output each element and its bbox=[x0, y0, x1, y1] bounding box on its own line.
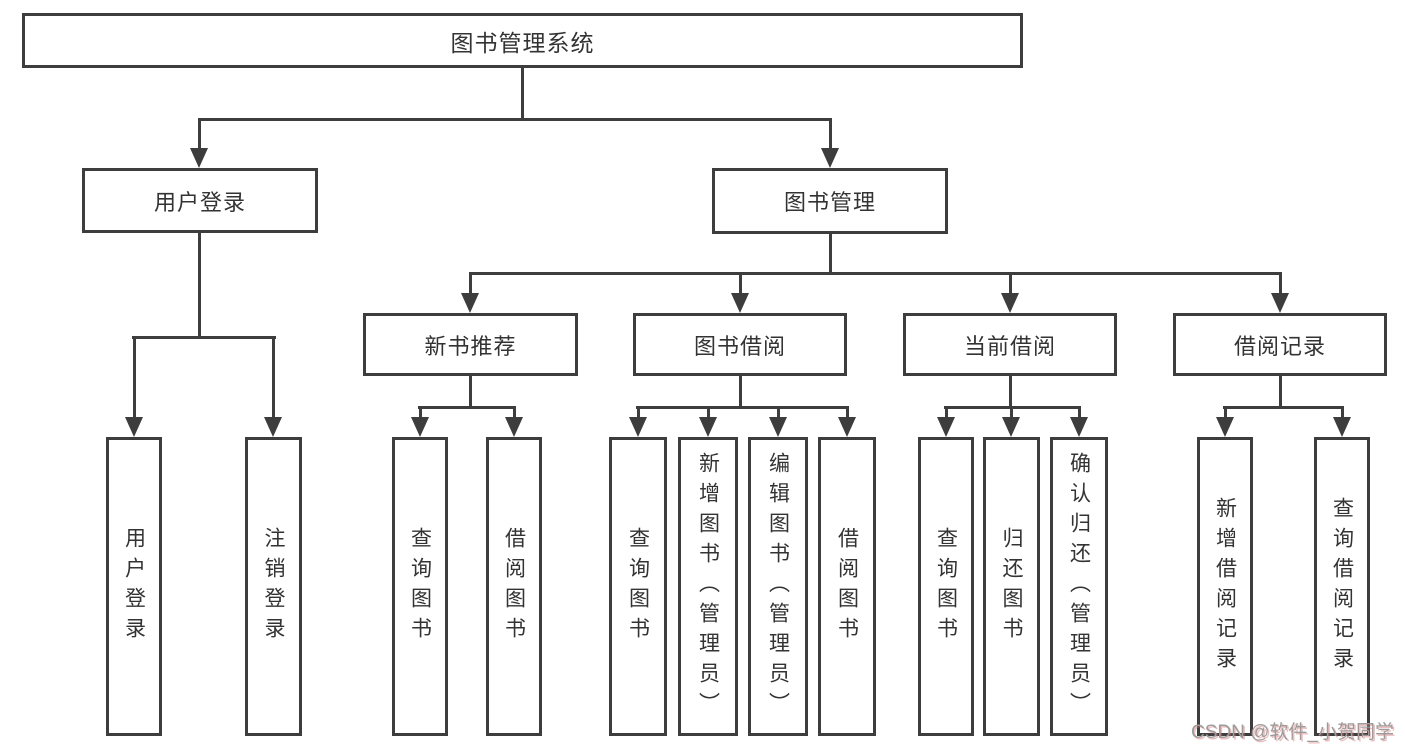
connector-stem-br-query bbox=[1341, 406, 1344, 419]
connector-stem-cb-return bbox=[1010, 406, 1013, 419]
arrowhead-current-borrow bbox=[1001, 293, 1019, 313]
connector-stem-bb-borrow bbox=[846, 406, 849, 419]
node-label: 查询图书 bbox=[934, 526, 958, 647]
leaf-bb-edit-books-admin: 编辑图书（管理员） bbox=[748, 437, 808, 736]
leaf-cb-confirm-return-admin: 确认归还（管理员） bbox=[1050, 437, 1108, 736]
connector-stem-current-borrow bbox=[1009, 272, 1012, 294]
connector-stem-cb-query bbox=[945, 406, 948, 419]
connector-borrow-records-trunk bbox=[1279, 376, 1282, 409]
connector-stem-rec-borrow bbox=[513, 406, 516, 419]
node-label: 借阅记录 bbox=[1233, 333, 1326, 359]
node-label: 用户登录 bbox=[153, 189, 246, 215]
connector-user-login-branch bbox=[132, 336, 276, 339]
connector-stem-new-book-rec bbox=[469, 272, 472, 294]
connector-stem-br-add bbox=[1224, 406, 1227, 419]
leaf-bb-add-books-admin: 新增图书（管理员） bbox=[678, 437, 738, 736]
connector-stem-logout bbox=[272, 336, 275, 418]
node-label: 新增借阅记录 bbox=[1213, 496, 1237, 677]
node-user-login: 用户登录 bbox=[82, 168, 318, 233]
connector-level1-branch bbox=[198, 118, 832, 121]
connector-new-book-rec-branch bbox=[418, 406, 516, 409]
connector-current-borrow-trunk bbox=[1009, 376, 1012, 409]
connector-stem-book-borrow bbox=[739, 272, 742, 294]
node-new-book-recommend: 新书推荐 bbox=[363, 313, 578, 376]
arrowhead-br-query bbox=[1333, 417, 1351, 437]
node-label: 确认归还（管理员） bbox=[1067, 451, 1091, 722]
arrowhead-br-add bbox=[1216, 417, 1234, 437]
node-label: 借阅图书 bbox=[835, 526, 859, 647]
node-book-borrow: 图书借阅 bbox=[633, 313, 847, 376]
connector-book-borrow-branch bbox=[636, 406, 849, 409]
node-label: 归还图书 bbox=[1000, 526, 1023, 647]
connector-root-trunk bbox=[521, 68, 524, 121]
node-label: 新增图书（管理员） bbox=[696, 451, 720, 722]
watermark: CSDN @软件_小贺同学 bbox=[1191, 722, 1394, 743]
leaf-br-query-record: 查询借阅记录 bbox=[1314, 437, 1370, 736]
arrowhead-cb-query bbox=[937, 417, 955, 437]
leaf-cb-return-books: 归还图书 bbox=[983, 437, 1040, 736]
connector-stem-cb-confirm bbox=[1078, 406, 1081, 419]
leaf-logout: 注销登录 bbox=[245, 437, 302, 736]
leaf-bb-query-books: 查询图书 bbox=[609, 437, 667, 736]
node-label: 图书管理系统 bbox=[450, 29, 595, 56]
connector-stem-bb-query bbox=[637, 406, 640, 419]
connector-stem-bb-add bbox=[707, 406, 710, 419]
arrowhead-new-book-rec bbox=[461, 293, 479, 313]
node-label: 图书管理 bbox=[783, 190, 876, 215]
connector-level3-branch bbox=[469, 272, 1282, 275]
node-label: 借阅图书 bbox=[502, 526, 526, 647]
connector-book-mgmt-trunk bbox=[829, 234, 832, 275]
leaf-br-add-record: 新增借阅记录 bbox=[1197, 437, 1253, 736]
node-label: 编辑图书（管理员） bbox=[766, 451, 790, 722]
node-current-borrow: 当前借阅 bbox=[903, 313, 1117, 376]
arrowhead-login bbox=[125, 417, 143, 437]
connector-borrow-records-branch bbox=[1223, 406, 1344, 409]
connector-book-borrow-trunk bbox=[739, 376, 742, 409]
node-library-management-system: 图书管理系统 bbox=[22, 13, 1023, 68]
arrowhead-rec-query bbox=[411, 417, 429, 437]
connector-user-login-trunk bbox=[198, 233, 201, 339]
arrowhead-bb-edit bbox=[769, 417, 787, 437]
arrowhead-book-borrow bbox=[731, 293, 749, 313]
arrowhead-cb-return bbox=[1002, 417, 1020, 437]
arrowhead-borrow-records bbox=[1271, 293, 1289, 313]
connector-stem-book-mgmt bbox=[829, 118, 832, 149]
connector-stem-rec-query bbox=[419, 406, 422, 419]
arrowhead-book-mgmt bbox=[821, 148, 839, 168]
node-label: 用户登录 bbox=[122, 526, 146, 647]
node-label: 当前借阅 bbox=[963, 333, 1056, 359]
arrowhead-bb-add bbox=[699, 417, 717, 437]
connector-stem-bb-edit bbox=[777, 406, 780, 419]
arrowhead-cb-confirm bbox=[1070, 417, 1088, 437]
leaf-rec-query-books: 查询图书 bbox=[392, 437, 448, 736]
leaf-user-login: 用户登录 bbox=[106, 437, 162, 736]
arrowhead-user-login bbox=[190, 148, 208, 168]
node-label: 图书借阅 bbox=[693, 333, 786, 359]
connector-stem-login bbox=[133, 336, 136, 418]
leaf-bb-borrow-books: 借阅图书 bbox=[818, 437, 876, 736]
connector-new-book-rec-trunk bbox=[469, 376, 472, 409]
connector-stem-borrow-records bbox=[1279, 272, 1282, 294]
node-label: 查询图书 bbox=[408, 526, 432, 647]
arrowhead-logout bbox=[264, 417, 282, 437]
node-label: 查询借阅记录 bbox=[1330, 496, 1354, 677]
arrowhead-rec-borrow bbox=[505, 417, 523, 437]
node-borrow-records: 借阅记录 bbox=[1173, 313, 1387, 376]
node-label: 新书推荐 bbox=[424, 333, 517, 359]
node-label: 注销登录 bbox=[262, 526, 285, 647]
connector-stem-user-login bbox=[198, 118, 201, 149]
leaf-rec-borrow-books: 借阅图书 bbox=[486, 437, 542, 736]
node-book-management: 图书管理 bbox=[712, 168, 948, 234]
arrowhead-bb-borrow bbox=[838, 417, 856, 437]
arrowhead-bb-query bbox=[629, 417, 647, 437]
node-label: 查询图书 bbox=[626, 526, 650, 647]
leaf-cb-query-books: 查询图书 bbox=[918, 437, 974, 736]
